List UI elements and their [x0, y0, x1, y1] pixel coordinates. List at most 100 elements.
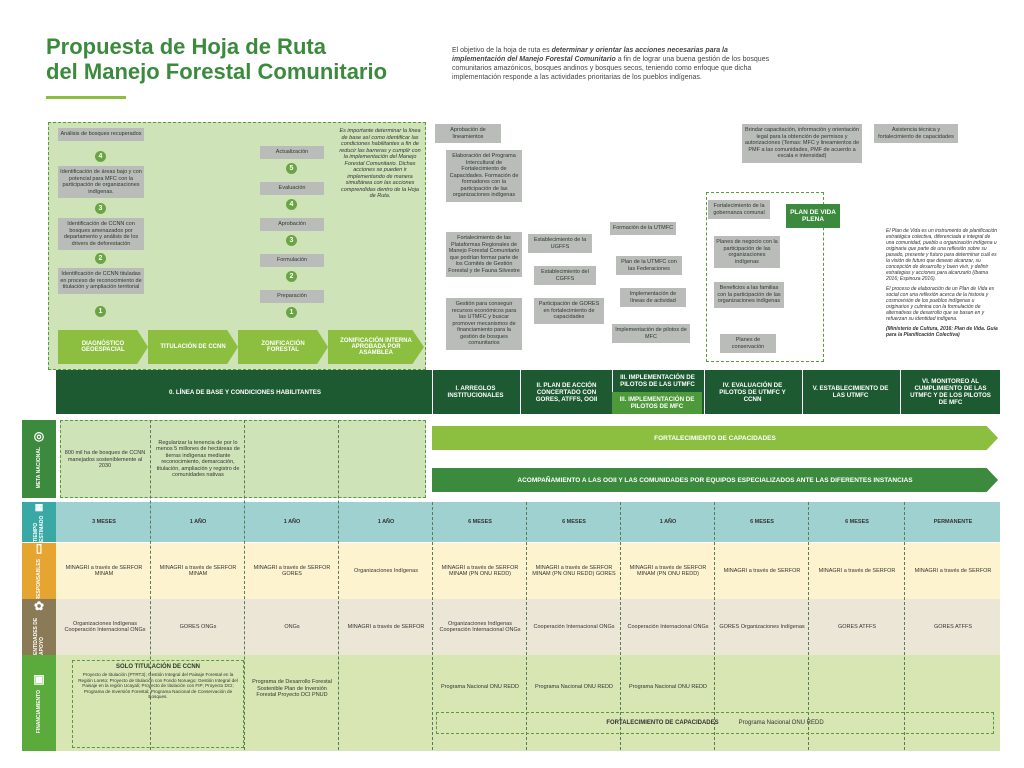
titulacion-funding-box: SOLO TITULACIÓN DE CCNN Proyecto de titu… — [72, 660, 244, 748]
asistencia-tecnica-box: Asistencia técnica y fortalecimiento de … — [874, 124, 958, 143]
tiempo-cell: 1 AÑO — [189, 518, 207, 525]
column-divider — [620, 502, 621, 750]
tiempo-cell: PERMANENTE — [933, 518, 973, 525]
baseline-step-4: Análisis de bosques recuperados — [58, 128, 144, 141]
tiempo-cell: 1 AÑO — [659, 518, 677, 525]
phase-zonificacion-interna: ZONIFICACIÓN INTERNA APROBADA POR ASAMBL… — [328, 330, 424, 364]
arreglos-item-1: Aprobación de lineamientos — [435, 124, 501, 143]
responsables-row — [56, 543, 1000, 599]
tiempo-cell: 1 AÑO — [283, 518, 301, 525]
stage-5: V. ESTABLECIMIENTO DE LAS UTMFC — [802, 370, 898, 414]
step-number: 2 — [95, 253, 106, 264]
handshake-icon: ✿ — [33, 599, 45, 613]
column-divider — [808, 502, 809, 750]
stage-6: VI. MONITOREO AL CUMPLIMIENTO DE LAS UTM… — [900, 370, 1000, 414]
vida-plena-item-1: Fortalecimiento de la gobernanza comunal — [708, 200, 770, 219]
responsable-cell: MINAGRI a través de SERFOR — [818, 567, 896, 574]
baseline-step-2: Identificación de CCNN con bosques amena… — [58, 218, 144, 250]
apoyo-row — [56, 599, 1000, 655]
row-label-meta: ◎ META NACIONAL — [22, 420, 56, 498]
zon-step-5: Actualización — [260, 146, 324, 159]
zon-step-1: Preparación — [260, 290, 324, 303]
tiempo-cell: 3 MESES — [92, 518, 116, 525]
phase-titulacion: TITULACIÓN DE CCNN — [148, 330, 238, 364]
row-label-apoyo: ✿ ENTIDADES DE APOYO — [22, 599, 56, 655]
stage-1: I. ARREGLOS INSTITUCIONALES — [432, 370, 518, 414]
column-divider — [904, 502, 905, 750]
meta-goal-2: Regularizar la tenencia de por lo menos … — [156, 439, 240, 479]
stage-2: II. PLAN DE ACCIÓN CONCERTADO CON GORES,… — [520, 370, 612, 414]
vida-plena-item-3: Beneficios a las familias con la partici… — [714, 282, 784, 308]
clipboard-icon: ▯ — [35, 541, 43, 556]
stage-bar — [56, 370, 1000, 414]
column-divider — [150, 420, 151, 750]
calendar-icon: ▦ — [34, 502, 44, 512]
column-divider — [338, 420, 339, 750]
baseline-step-3: Identificación de áreas bajo y con poten… — [58, 166, 144, 198]
zon-step-2: Formulación — [260, 254, 324, 267]
step-number: 1 — [286, 307, 297, 318]
apoyo-cell: ONGs — [284, 623, 300, 630]
responsable-cell: MINAGRI a través de SERFOR MINAM — [65, 564, 143, 578]
column-divider — [244, 420, 245, 750]
money-icon: ▣ — [33, 672, 45, 687]
plan-accion-item-1: Establecimiento de la UGFFS — [528, 234, 592, 253]
financiamiento-row — [56, 655, 1000, 751]
utmfc-item-3: Implementación de líneas de actividad — [620, 288, 686, 307]
responsable-cell: MINAGRI a través de SERFOR GORES — [253, 564, 331, 578]
arreglos-item-3: Fortalecimiento de las Plataformas Regio… — [446, 232, 522, 277]
baseline-note: Es importante determinar la línea de bas… — [339, 128, 421, 199]
meta-baseline-block — [60, 420, 426, 498]
arreglos-item-2: Elaboración del Programa Intercultural d… — [446, 150, 522, 202]
row-label-responsables: ▯ RESPONSABLES — [22, 541, 56, 601]
step-number: 2 — [286, 271, 297, 282]
apoyo-cell: Organizaciones Indígenas Cooperación Int… — [439, 620, 521, 634]
plan-accion-item-3: Participación de GORES en fortalecimient… — [534, 298, 604, 324]
step-number: 3 — [95, 203, 106, 214]
page-title: Propuesta de Hoja de Ruta del Manejo For… — [46, 34, 387, 84]
step-number: 4 — [95, 151, 106, 162]
apoyo-cell: GORES ATFFS — [933, 623, 973, 630]
column-divider — [714, 502, 715, 750]
utmfc-item-2: Plan de la UTMFC con las Federaciones — [616, 256, 682, 275]
phase-diagnostico: DIAGNÓSTICO GEOESPACIAL — [58, 330, 148, 364]
apoyo-cell: GORES ONGs — [179, 623, 217, 630]
phase-zonificacion-forestal: ZONIFICACIÓN FORESTAL — [238, 330, 328, 364]
tiempo-cell: 1 AÑO — [377, 518, 395, 525]
responsable-cell: MINAGRI a través de SERFOR MINAM (PN ONU… — [629, 564, 707, 578]
plan-vida-plena-label: PLAN DE VIDA PLENA — [786, 204, 840, 228]
vida-plena-item-2: Planes de negocio con la participación d… — [714, 236, 780, 268]
funding-cell: Programa Nacional ONU REDD — [535, 683, 613, 690]
arreglos-item-4: Gestión para conseguir recursos económic… — [446, 298, 522, 350]
intro-paragraph: El objetivo de la hoja de ruta es determ… — [452, 47, 770, 81]
utmfc-item-4: Implementación de pilotos de MFC — [612, 324, 690, 343]
apoyo-cell: GORES Organizaciones Indígenas — [719, 623, 805, 630]
tiempo-cell: 6 MESES — [468, 518, 492, 525]
step-number: 4 — [286, 199, 297, 210]
responsable-cell: MINAGRI a través de SERFOR MINAM (PN ONU… — [441, 564, 519, 578]
band-fortalecimiento: FORTALECIMIENTO DE CAPACIDADES — [432, 426, 998, 450]
stage-3a: III. IMPLEMENTACIÓN DE PILOTOS DE LAS UT… — [612, 370, 702, 392]
capacitacion-box: Brindar capacitación, información y orie… — [742, 124, 862, 163]
baseline-step-1: Identificación de CCNN tituladas en proc… — [58, 268, 144, 294]
stage-0: 0. LÍNEA DE BASE Y CONDICIONES HABILITAN… — [168, 388, 322, 396]
title-underline — [46, 96, 126, 99]
row-label-financiamiento: ▣ FINANCIAMIENTO — [22, 655, 56, 751]
meta-goal-1: 800 mil ha de bosques de CCNN manejados … — [64, 450, 146, 470]
responsable-cell: MINAGRI a través de SERFOR — [723, 567, 801, 574]
vida-plena-frame — [706, 192, 824, 362]
responsable-cell: MINAGRI a través de SERFOR — [914, 567, 992, 574]
target-icon: ◎ — [33, 429, 45, 444]
apoyo-cell: Cooperación Internacional ONGs — [533, 623, 615, 630]
stage-4: IV. EVALUACIÓN DE PILOTOS DE UTMFC Y CCN… — [704, 370, 800, 414]
title-line-2: del Manejo Forestal Comunitario — [46, 59, 388, 84]
tiempo-row — [56, 502, 1000, 542]
apoyo-cell: Cooperación Internacional ONGs — [627, 623, 709, 630]
column-divider — [526, 502, 527, 750]
plan-vida-note: El Plan de Vida es un instrumento de pla… — [886, 228, 998, 338]
step-number: 1 — [95, 306, 106, 317]
vida-plena-item-4: Planes de conservación — [720, 334, 776, 353]
responsable-cell: MINAGRI a través de SERFOR MINAM (PN ONU… — [532, 564, 616, 578]
zon-step-3: Aprobación — [260, 218, 324, 231]
plan-accion-item-2: Establecimiento del CGFFS — [534, 266, 596, 285]
